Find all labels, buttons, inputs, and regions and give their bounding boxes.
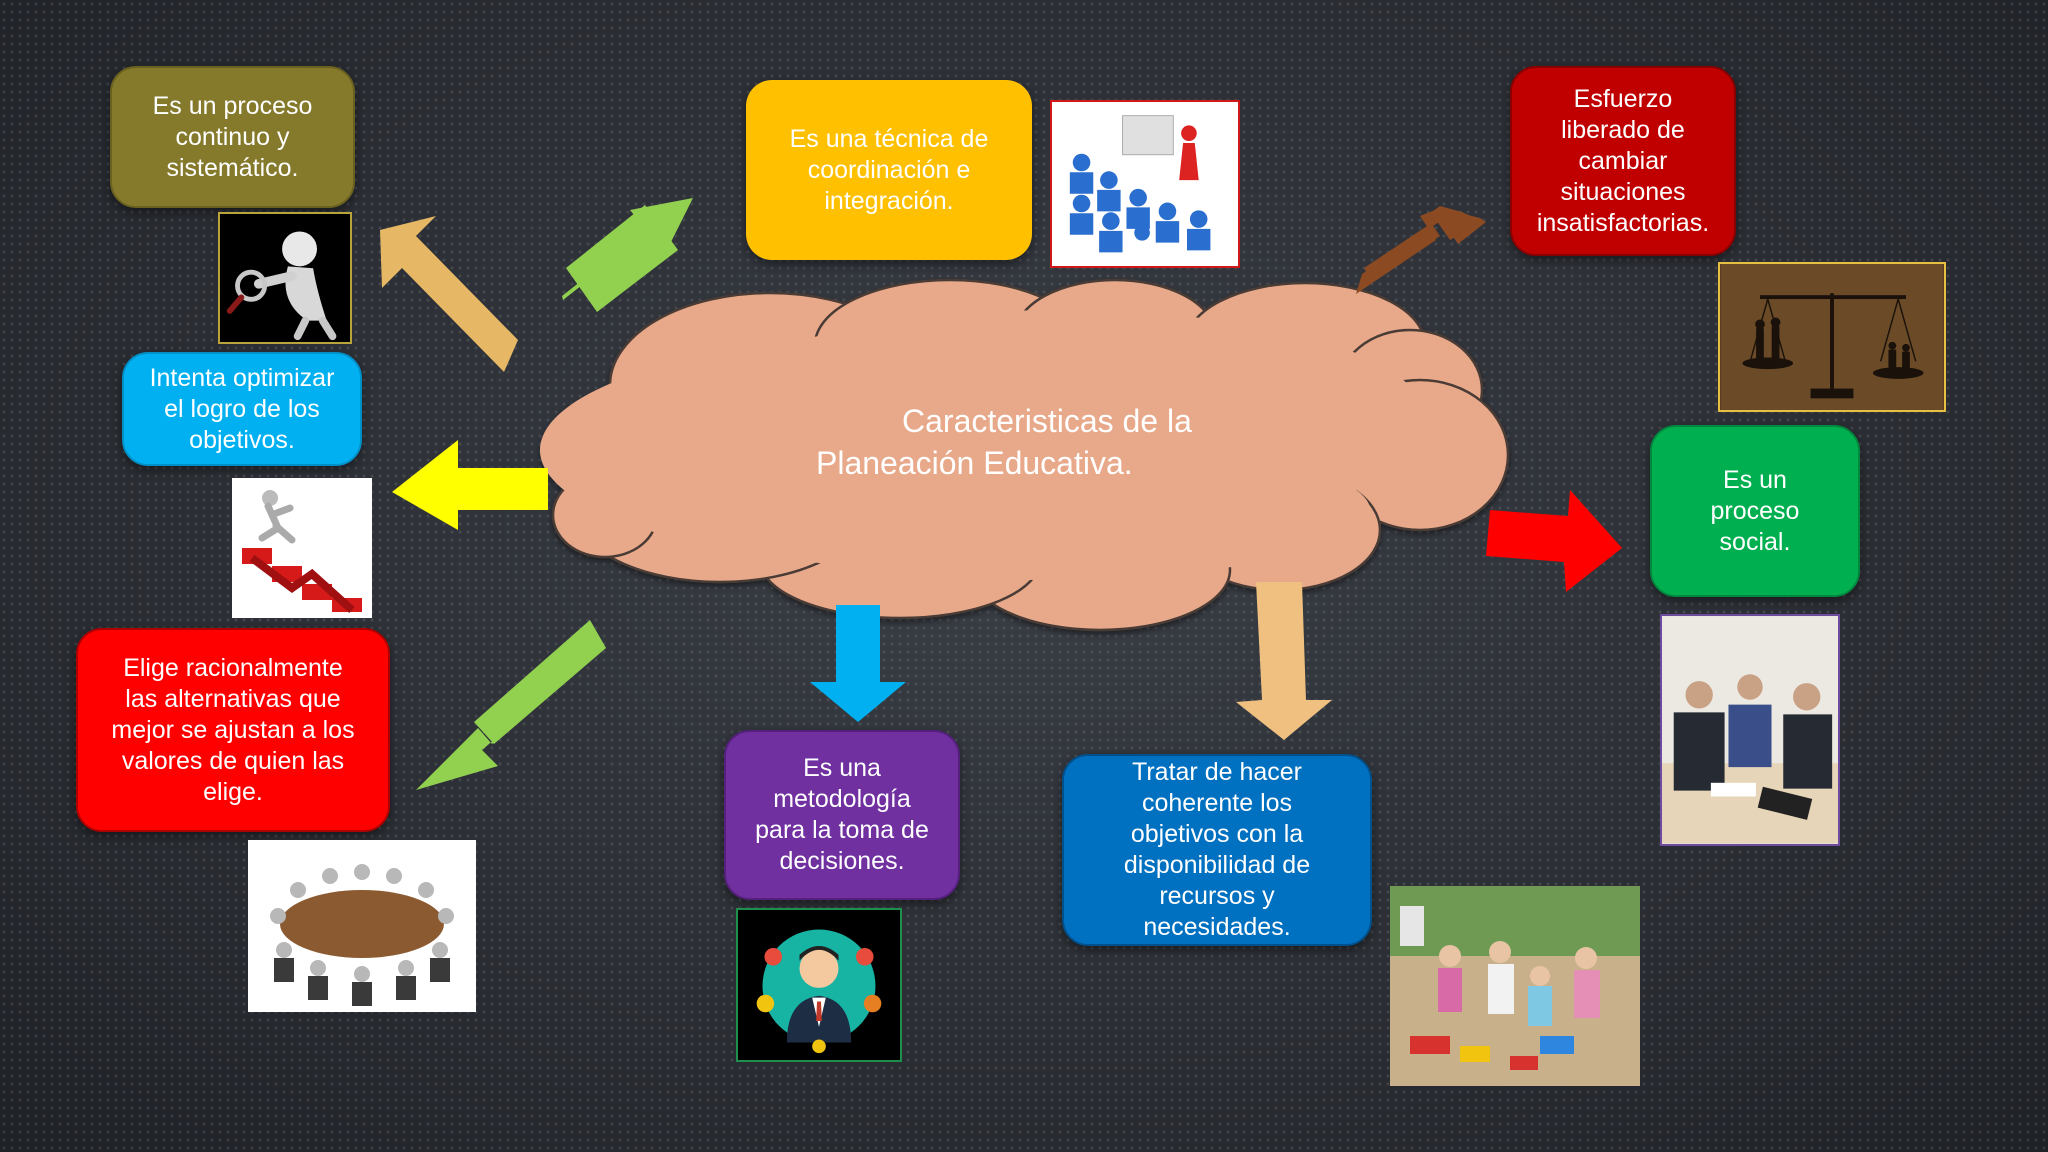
- arrow-to-esfuerzo: [1356, 206, 1486, 294]
- manager-avatar-icon: [736, 908, 902, 1062]
- node-proceso-social: Es un proceso social.: [1650, 425, 1860, 597]
- arrow-to-tecnica: [562, 198, 693, 312]
- stairs-runner-icon: [232, 478, 372, 618]
- arrow-to-optimizar: [392, 440, 548, 530]
- node-elige-racionalmente: Elige racionalmente las alternativas que…: [76, 628, 390, 832]
- node-tecnica-coordinacion: Es una técnica de coordinación e integra…: [746, 80, 1032, 260]
- classroom-children-photo: [1390, 886, 1640, 1086]
- presentation-audience-icon: [1050, 100, 1240, 268]
- central-title-line2: Planeación Educativa.: [816, 445, 1133, 481]
- arrow-to-elige: [416, 620, 606, 790]
- magnifier-person-icon: [218, 212, 352, 344]
- balance-scales-icon: [1718, 262, 1946, 412]
- business-meeting-photo: [1660, 614, 1840, 846]
- arrow-to-social: [1486, 490, 1622, 592]
- round-table-meeting-icon: [248, 840, 476, 1012]
- node-proceso-continuo: Es un proceso continuo y sistemático.: [110, 66, 355, 208]
- arrow-to-proceso-continuo: [380, 216, 518, 372]
- arrow-to-metodologia: [810, 605, 906, 722]
- node-esfuerzo-liberado: Esfuerzo liberado de cambiar situaciones…: [1510, 66, 1736, 256]
- arrow-to-coherente: [1236, 582, 1332, 740]
- node-metodologia-decisiones: Es una metodología para la toma de decis…: [724, 730, 960, 900]
- central-cloud: [540, 278, 1510, 632]
- node-coherente-objetivos: Tratar de hacer coherente los objetivos …: [1062, 754, 1372, 946]
- central-title-line1: Caracteristicas de la: [902, 403, 1192, 439]
- node-optimizar-logro: Intenta optimizar el logro de los objeti…: [122, 352, 362, 466]
- central-title: Caracteristicas de la Planeación Educati…: [780, 400, 1340, 484]
